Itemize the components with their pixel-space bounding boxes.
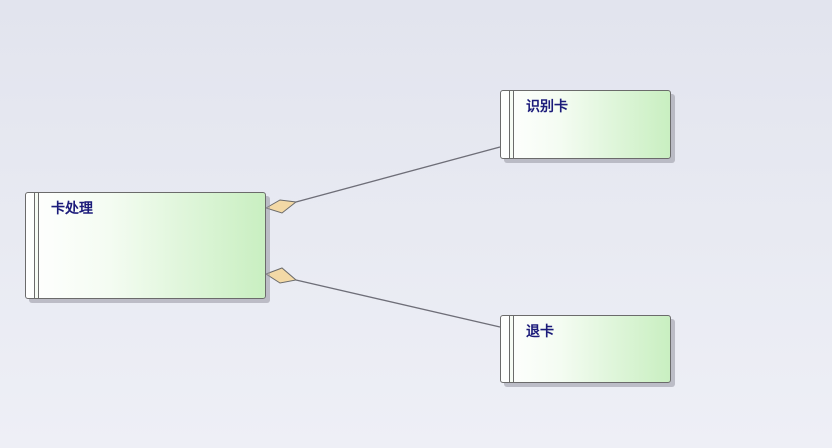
component-label: 识别卡 bbox=[526, 99, 568, 115]
edge-line bbox=[295, 146, 501, 203]
component-label: 卡处理 bbox=[51, 201, 93, 217]
edge-card-processing-to-identify-card[interactable] bbox=[264, 146, 501, 214]
aggregation-diamond-icon bbox=[264, 267, 298, 284]
component-bar bbox=[509, 316, 514, 382]
component-label: 退卡 bbox=[526, 324, 554, 340]
component-bar bbox=[34, 193, 39, 298]
component-card-processing[interactable]: 卡处理 bbox=[25, 192, 266, 299]
edge-card-processing-to-eject-card[interactable] bbox=[264, 267, 501, 328]
aggregation-diamond-icon bbox=[264, 199, 298, 214]
component-bar bbox=[509, 91, 514, 158]
component-eject-card[interactable]: 退卡 bbox=[500, 315, 671, 383]
component-identify-card[interactable]: 识别卡 bbox=[500, 90, 671, 159]
edge-line bbox=[295, 279, 501, 328]
